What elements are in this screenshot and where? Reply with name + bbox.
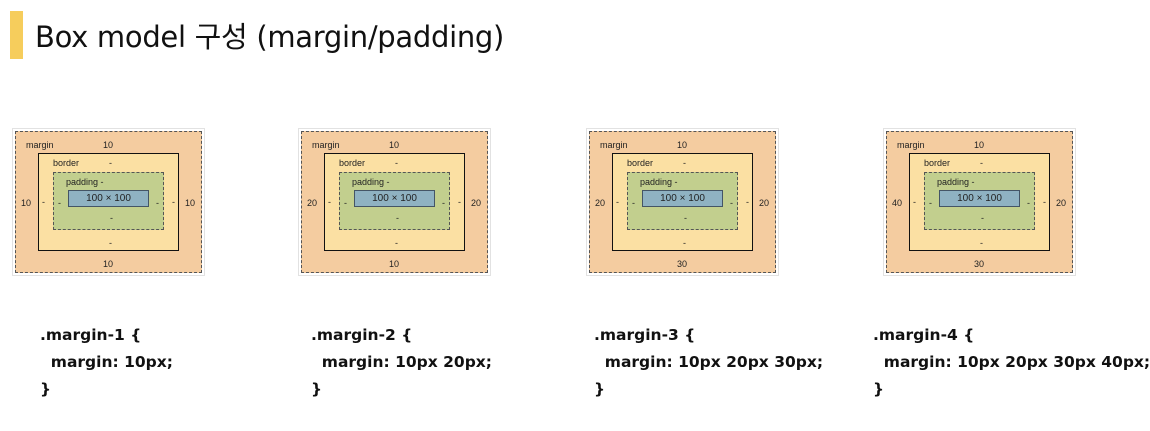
margin-top-value: 10 [389, 140, 400, 150]
margin-left-value: 20 [307, 198, 318, 208]
padding-left-value: - [929, 198, 932, 208]
code-closing-brace: } [311, 380, 323, 398]
border-left-value: - [616, 197, 619, 207]
margin-label: margin [897, 140, 925, 150]
border-right-value: - [746, 197, 749, 207]
border-top-value: - [109, 158, 112, 168]
border-bottom-value: - [980, 238, 983, 248]
margin-label: margin [312, 140, 340, 150]
padding-label: padding - [352, 177, 390, 187]
border-area: border - - - - padding - - - - 100 × 100 [324, 153, 465, 251]
margin-left-value: 40 [892, 198, 903, 208]
margin-area: margin 10 30 20 20 border - - - - paddin… [589, 131, 776, 273]
padding-bottom-value: - [110, 213, 113, 223]
title-accent-bar [10, 11, 23, 59]
code-declaration-line: margin: 10px; [40, 353, 173, 371]
border-left-value: - [328, 197, 331, 207]
code-declaration-line: margin: 10px 20px; [311, 353, 493, 371]
code-selector-line: .margin-2 { [311, 326, 413, 344]
padding-left-value: - [58, 198, 61, 208]
border-right-value: - [458, 197, 461, 207]
margin-left-value: 20 [595, 198, 606, 208]
margin-area: margin 10 10 20 20 border - - - - paddin… [301, 131, 488, 273]
css-code-block-1: .margin-1 { margin: 10px;} [40, 322, 173, 403]
css-code-block-4: .margin-4 { margin: 10px 20px 30px 40px;… [873, 322, 1150, 403]
content-area: 100 × 100 [939, 190, 1020, 207]
margin-bottom-value: 10 [389, 259, 400, 269]
border-label: border [924, 158, 951, 168]
margin-right-value: 20 [1055, 198, 1066, 208]
margin-bottom-value: 30 [974, 259, 985, 269]
margin-bottom-value: 10 [103, 259, 114, 269]
border-left-value: - [913, 197, 916, 207]
content-size-label: 100 × 100 [372, 193, 417, 204]
border-top-value: - [980, 158, 983, 168]
margin-label: margin [26, 140, 54, 150]
padding-area: padding - - - - 100 × 100 [339, 172, 450, 230]
margin-bottom-value: 30 [677, 259, 688, 269]
border-right-value: - [172, 197, 175, 207]
page-header: Box model 구성 (margin/padding) [10, 10, 504, 60]
border-area: border - - - - padding - - - - 100 × 100 [909, 153, 1050, 251]
padding-right-value: - [156, 198, 159, 208]
padding-label: padding - [937, 177, 975, 187]
border-area: border - - - - padding - - - - 100 × 100 [612, 153, 753, 251]
margin-area: margin 10 10 10 10 border - - - - paddin… [15, 131, 202, 273]
margin-top-value: 10 [974, 140, 985, 150]
css-code-block-3: .margin-3 { margin: 10px 20px 30px;} [594, 322, 823, 403]
css-code-block-2: .margin-2 { margin: 10px 20px;} [311, 322, 492, 403]
margin-area: margin 10 30 40 20 border - - - - paddin… [886, 131, 1073, 273]
border-left-value: - [42, 197, 45, 207]
padding-area: padding - - - - 100 × 100 [53, 172, 164, 230]
padding-right-value: - [442, 198, 445, 208]
code-selector-line: .margin-3 { [594, 326, 696, 344]
margin-right-value: 10 [184, 198, 195, 208]
border-label: border [339, 158, 366, 168]
content-size-label: 100 × 100 [660, 193, 705, 204]
box-model-diagram-1: margin 10 10 10 10 border - - - - paddin… [12, 128, 205, 276]
padding-area: padding - - - - 100 × 100 [627, 172, 738, 230]
code-declaration-line: margin: 10px 20px 30px; [594, 353, 824, 371]
padding-bottom-value: - [396, 213, 399, 223]
content-size-label: 100 × 100 [957, 193, 1002, 204]
border-top-value: - [395, 158, 398, 168]
code-closing-brace: } [594, 380, 606, 398]
code-closing-brace: } [873, 380, 885, 398]
content-area: 100 × 100 [642, 190, 723, 207]
border-bottom-value: - [395, 238, 398, 248]
code-closing-brace: } [40, 380, 52, 398]
border-bottom-value: - [109, 238, 112, 248]
code-declaration-line: margin: 10px 20px 30px 40px; [873, 353, 1150, 371]
box-model-diagram-2: margin 10 10 20 20 border - - - - paddin… [298, 128, 491, 276]
page-title: Box model 구성 (margin/padding) [35, 20, 505, 54]
padding-right-value: - [730, 198, 733, 208]
box-model-diagram-4: margin 10 30 40 20 border - - - - paddin… [883, 128, 1076, 276]
margin-top-value: 10 [677, 140, 688, 150]
content-size-label: 100 × 100 [86, 193, 131, 204]
code-selector-line: .margin-1 { [40, 326, 142, 344]
padding-left-value: - [344, 198, 347, 208]
border-area: border - - - - padding - - - - 100 × 100 [38, 153, 179, 251]
code-selector-line: .margin-4 { [873, 326, 975, 344]
padding-label: padding - [66, 177, 104, 187]
content-area: 100 × 100 [68, 190, 149, 207]
padding-left-value: - [632, 198, 635, 208]
border-right-value: - [1043, 197, 1046, 207]
padding-bottom-value: - [684, 213, 687, 223]
content-area: 100 × 100 [354, 190, 435, 207]
border-top-value: - [683, 158, 686, 168]
margin-right-value: 20 [758, 198, 769, 208]
padding-label: padding - [640, 177, 678, 187]
padding-area: padding - - - - 100 × 100 [924, 172, 1035, 230]
padding-bottom-value: - [981, 213, 984, 223]
margin-label: margin [600, 140, 628, 150]
border-bottom-value: - [683, 238, 686, 248]
border-label: border [627, 158, 654, 168]
margin-right-value: 20 [470, 198, 481, 208]
margin-top-value: 10 [103, 140, 114, 150]
padding-right-value: - [1027, 198, 1030, 208]
margin-left-value: 10 [21, 198, 32, 208]
box-model-diagram-3: margin 10 30 20 20 border - - - - paddin… [586, 128, 779, 276]
border-label: border [53, 158, 80, 168]
